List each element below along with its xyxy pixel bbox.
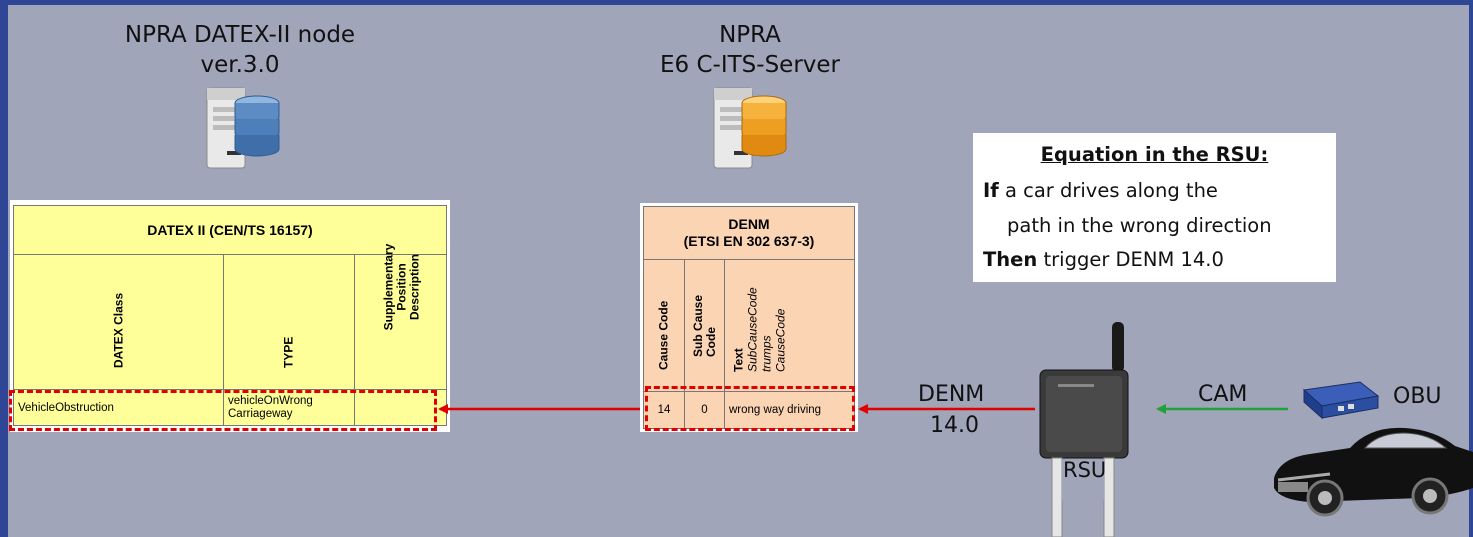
denm-col-cause: Cause Code bbox=[644, 260, 685, 391]
denm-col-subcause: Sub Cause Code bbox=[685, 260, 725, 391]
table-cell: vehicleOnWrong Carriageway bbox=[224, 390, 355, 425]
table-cell: wrong way driving bbox=[729, 404, 822, 416]
datex-node-title: NPRA DATEX-II node ver.3.0 bbox=[90, 20, 390, 80]
equation-line3-text: trigger DENM 14.0 bbox=[1037, 248, 1224, 271]
datex-row-highlight bbox=[9, 390, 437, 431]
datex-col-type: TYPE bbox=[224, 255, 355, 389]
equation-line2: path in the wrong direction bbox=[1007, 214, 1272, 237]
equation-line1-text: a car drives along the bbox=[998, 179, 1218, 202]
equation-then: Then bbox=[983, 248, 1038, 271]
datex-node-title-line2: ver.3.0 bbox=[200, 52, 280, 78]
equation-box: Equation in the RSU: If a car drives alo… bbox=[973, 133, 1336, 282]
denm-table-header: DENM (ETSI EN 302 637-3) bbox=[643, 206, 855, 260]
equation-title: Equation in the RSU: bbox=[1040, 143, 1269, 166]
car-icon bbox=[1274, 427, 1473, 517]
datex-node-title-line1: NPRA DATEX-II node bbox=[124, 22, 356, 48]
table-cell: 14 bbox=[644, 392, 685, 428]
datex-table: DATEX II (CEN/TS 16157) DATEX Class TYPE… bbox=[10, 200, 450, 432]
rsu-device-icon bbox=[1039, 322, 1129, 537]
denm-label-line2: 14.0 bbox=[930, 413, 979, 438]
equation-line1: If a car drives along the bbox=[983, 177, 1218, 205]
database-server-icon bbox=[713, 87, 787, 169]
denm-header-line1: DENM bbox=[728, 216, 770, 232]
denm-row-highlight bbox=[645, 386, 855, 431]
denm-header-line2: (ETSI EN 302 637-3) bbox=[683, 233, 815, 249]
obu-label: OBU bbox=[1393, 384, 1442, 409]
rsu-label: RSU bbox=[1063, 458, 1107, 482]
datex-col-class: DATEX Class bbox=[14, 255, 224, 389]
database-server-icon bbox=[206, 87, 280, 169]
table-cell: 0 bbox=[685, 392, 725, 428]
its-server-title-line2: E6 C-ITS-Server bbox=[660, 52, 840, 78]
datex-table-columns: DATEX Class TYPE Supplementary Position … bbox=[13, 244, 447, 390]
datex-table-header: DATEX II (CEN/TS 16157) bbox=[13, 205, 447, 255]
denm-label-line1: DENM bbox=[918, 382, 985, 407]
its-server-title: NPRA E6 C-ITS-Server bbox=[600, 20, 900, 80]
datex-table-row: VehicleObstruction vehicleOnWrong Carria… bbox=[13, 390, 447, 426]
equation-line3: Then trigger DENM 14.0 bbox=[983, 246, 1224, 274]
equation-if: If bbox=[983, 179, 999, 202]
denm-table: DENM (ETSI EN 302 637-3) Cause Code Sub … bbox=[640, 203, 858, 432]
cam-label: CAM bbox=[1198, 382, 1248, 407]
denm-table-columns: Cause Code Sub Cause Code Text SubCauseC… bbox=[643, 260, 855, 392]
table-cell: VehicleObstruction bbox=[14, 390, 224, 425]
its-server-title-line1: NPRA bbox=[719, 22, 781, 48]
obu-device-icon bbox=[1302, 381, 1380, 420]
